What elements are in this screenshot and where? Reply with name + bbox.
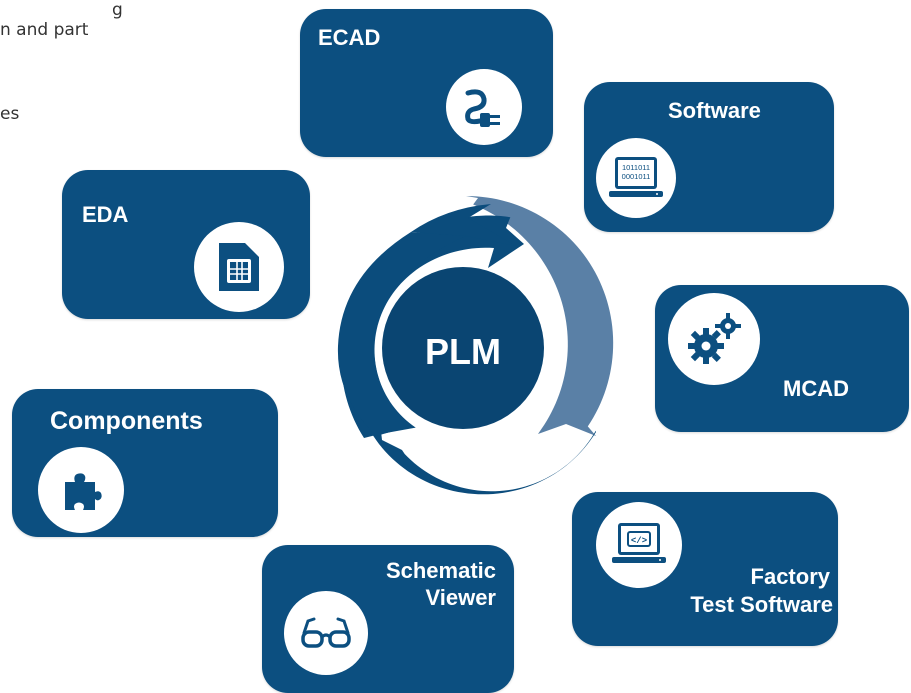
software-label: Software (668, 98, 761, 123)
intro-text-fragment-2: n and part (0, 20, 89, 40)
cycle-arrow-bottom (370, 422, 596, 495)
glasses-icon (301, 617, 351, 648)
plm-center-label: PLM (425, 331, 501, 372)
code-glyph: </> (631, 536, 647, 546)
plm-cycle-wheel (337, 196, 614, 495)
eda-icon-circle (194, 222, 284, 312)
gears-icon (688, 313, 741, 364)
intro-text-fragment-1: g (112, 0, 123, 20)
mcad-tile[interactable]: MCAD (655, 285, 909, 432)
schematic-viewer-tile[interactable]: Schematic Viewer (262, 545, 514, 693)
components-tile[interactable]: Components (12, 389, 278, 537)
ecad-icon-circle (446, 69, 522, 145)
cycle-arrow-top-left (411, 204, 516, 246)
factory-label-line-2: Test Software (690, 592, 833, 617)
mcad-label: MCAD (783, 376, 849, 401)
laptop-code-icon: </> (612, 523, 666, 563)
ecad-tile[interactable]: ECAD (300, 9, 553, 157)
components-icon-circle (38, 447, 124, 533)
mcad-icon-circle (668, 293, 760, 385)
cycle-arrow-top-right (466, 196, 614, 436)
plug-icon (465, 89, 500, 127)
factory-label-line-1: Factory (750, 564, 830, 589)
ecad-label: ECAD (318, 25, 381, 50)
binary-line-1: 1011011 (622, 163, 650, 172)
intro-text-fragment-3: es (0, 104, 20, 124)
cycle-arrow-left-fill (337, 232, 466, 436)
factory-test-software-tile[interactable]: Factory Test Software </> (572, 492, 838, 646)
sim-chip-icon (219, 243, 259, 291)
factory-icon-circle: </> (596, 502, 682, 588)
eda-label: EDA (82, 202, 129, 227)
plm-center-circle (382, 267, 544, 429)
eda-tile[interactable]: EDA (62, 170, 310, 319)
software-tile[interactable]: Software 1011011 0001011 (584, 82, 834, 232)
laptop-binary-icon: 1011011 0001011 (609, 157, 663, 197)
puzzle-icon (65, 473, 102, 510)
schematic-label-line-2: Viewer (425, 585, 496, 610)
schematic-label-line-1: Schematic (385, 558, 496, 583)
components-label: Components (50, 407, 203, 435)
binary-line-2: 0001011 (622, 172, 651, 181)
software-icon-circle: 1011011 0001011 (596, 138, 676, 218)
schematic-icon-circle (284, 591, 368, 675)
